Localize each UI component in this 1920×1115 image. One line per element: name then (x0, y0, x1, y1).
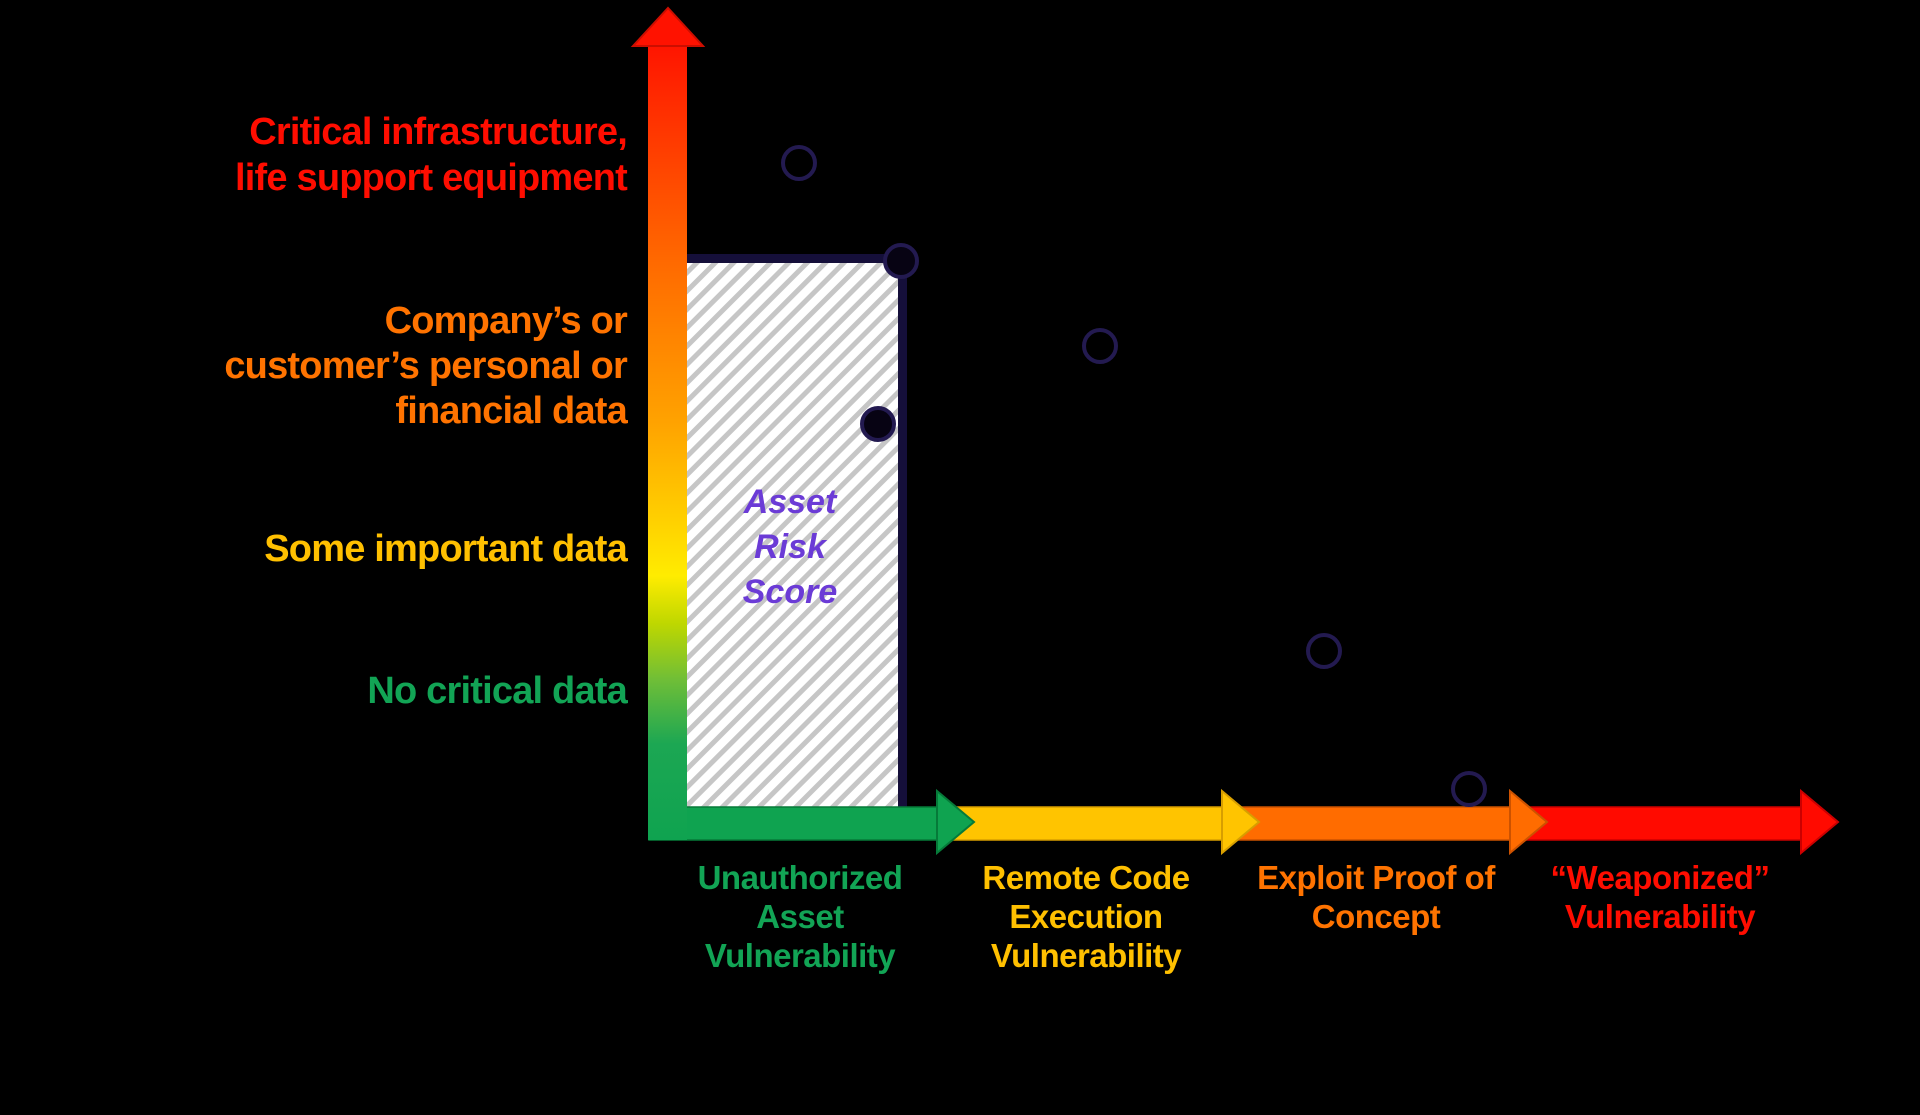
y-axis-label-line: No critical data (367, 670, 627, 712)
data-point-1 (781, 145, 817, 181)
y-axis-gradient-arrow (630, 6, 706, 840)
x-axis-label-line: Concept (1311, 898, 1441, 935)
asset-risk-score-label-line: Risk (754, 528, 826, 566)
x-axis-label-line: Vulnerability (1564, 898, 1756, 935)
data-point-6 (1451, 771, 1487, 807)
x-axis-label-line: Exploit Proof of (1257, 859, 1495, 896)
data-point-3 (1082, 328, 1118, 364)
x-axis-label-line: Remote Code (982, 859, 1190, 896)
y-axis-label-line: financial data (395, 390, 627, 432)
y-axis-label-line: life support equipment (235, 157, 628, 199)
x-axis-orange-arrow (1221, 788, 1549, 856)
asset-risk-region (687, 258, 903, 807)
x-axis-label-line: Vulnerability (990, 937, 1182, 974)
data-point-2 (883, 243, 919, 279)
x-axis-label-unauthorized-asset: Unauthorized Asset Vulnerability (590, 858, 1010, 975)
asset-risk-score-label-line: Score (742, 573, 838, 611)
x-axis-yellow-arrow (936, 788, 1261, 856)
data-points (781, 145, 1487, 807)
y-axis-label-line: Company’s or (384, 300, 628, 342)
x-axis-label-line: Asset (756, 898, 844, 935)
x-axis-label-remote-code-execution: Remote Code Execution Vulnerability (876, 858, 1296, 975)
x-axis-label-line: “Weaponized” (1550, 859, 1770, 896)
y-axis-label-line: customer’s personal or (224, 345, 627, 387)
data-point-5 (1306, 633, 1342, 669)
data-point-4 (860, 406, 896, 442)
asset-risk-score-label-line: Asset (743, 483, 837, 521)
y-axis-label-line: Some important data (264, 528, 628, 570)
y-axis-label-no-critical-data: No critical data (367, 668, 627, 714)
y-axis-label-critical-infrastructure: Critical infrastructure, life support eq… (235, 109, 628, 201)
y-axis-label-some-important-data: Some important data (264, 526, 628, 572)
x-axis-label-line: Execution (1009, 898, 1163, 935)
y-axis-label-personal-financial-data: Company’s or customer’s personal or fina… (224, 299, 627, 434)
x-axis-label-weaponized-vulnerability: “Weaponized” Vulnerability (1450, 858, 1870, 936)
x-axis-label-line: Unauthorized (697, 859, 903, 896)
asset-risk-score-label: Asset Risk Score (690, 480, 890, 615)
x-axis-label-line: Vulnerability (704, 937, 896, 974)
x-axis-label-exploit-proof-of-concept: Exploit Proof of Concept (1166, 858, 1586, 936)
y-axis-label-line: Critical infrastructure, (249, 111, 628, 153)
x-axis-red-arrow (1509, 788, 1840, 856)
